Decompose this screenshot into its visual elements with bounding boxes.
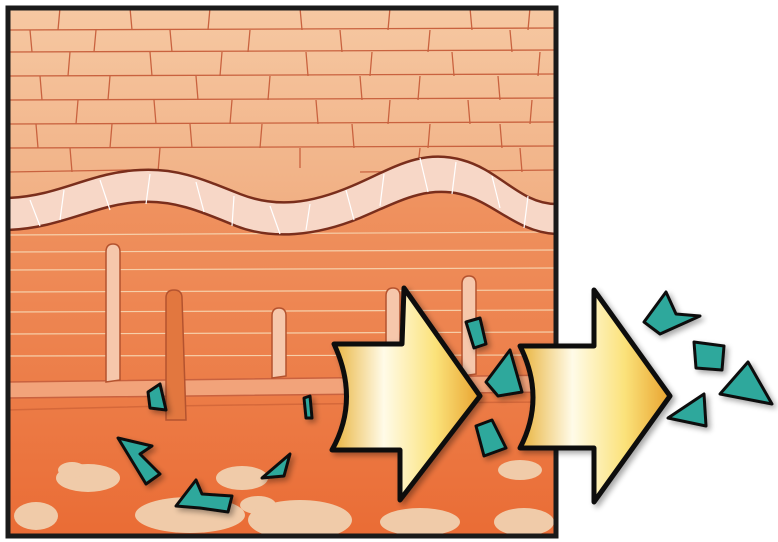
particle-fragment-icon (304, 396, 312, 418)
particle-fragment-icon (720, 362, 772, 404)
particle-fragment-icon (694, 342, 724, 370)
particle-fragment-icon (644, 292, 700, 334)
particle-fragment-icon (668, 394, 706, 426)
